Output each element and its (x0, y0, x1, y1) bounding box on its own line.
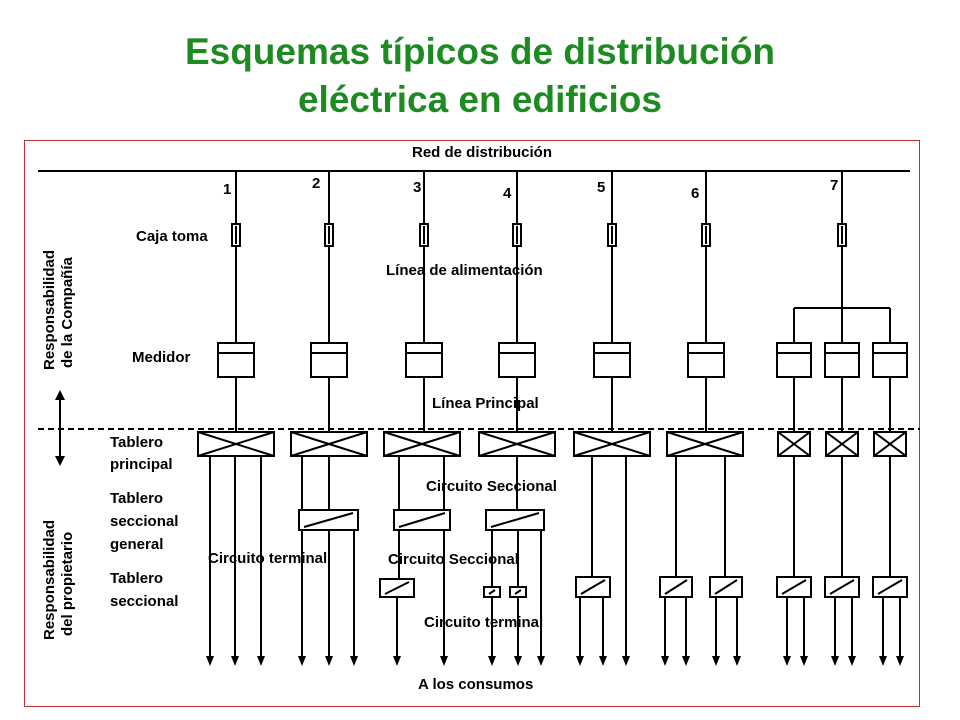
supply-5-direct-head (622, 656, 630, 666)
supply-6-out-4-head (733, 656, 741, 666)
supply-1-circuit-1-head (206, 656, 214, 666)
tablero-principal-small-cross-b (777, 431, 811, 457)
slide-title: Esquemas típicos de distribución eléctri… (0, 28, 960, 124)
supply-7-out-a-1-head (783, 656, 791, 666)
meter-box (498, 342, 536, 378)
supply-7-out-a-2-head (831, 656, 839, 666)
supply-6-out-1-head (661, 656, 669, 666)
tablero-seccional-diagonal (303, 512, 354, 528)
meter-box (310, 342, 348, 378)
meter-box (872, 342, 908, 378)
tablero-seccional-diagonal (664, 579, 688, 595)
circuito-seccional-1-label: Circuito Seccional (426, 478, 557, 495)
supply-7-out-a-3-head (879, 656, 887, 666)
tablero-seccional-label-2: seccional (110, 593, 178, 610)
meter-box (776, 342, 812, 378)
meter-box (687, 342, 725, 378)
supply-number-6: 6 (691, 185, 699, 202)
meter-box (593, 342, 631, 378)
owner-responsibility-label-1: Responsabilidad (41, 520, 58, 640)
supply-1-circuit-3-head (257, 656, 265, 666)
company-responsibility-label-2: de la Compañía (59, 256, 76, 368)
supply-5-sec-out-2-head (599, 656, 607, 666)
a-los-consumos-label: A los consumos (418, 676, 533, 693)
tablero-seccional-general-label-3: general (110, 536, 163, 553)
tablero-principal-small-cross-b (825, 431, 859, 457)
red-distribucion-label: Red de distribución (412, 144, 552, 161)
tablero-seccional-general-label-2: seccional (110, 513, 178, 530)
title-line-1: Esquemas típicos de distribución (184, 31, 776, 72)
circuito-terminal-1-label: Circuito terminal (208, 550, 327, 567)
supply-number-7: 7 (830, 177, 838, 194)
tablero-principal-cross-b (290, 431, 368, 457)
responsibility-arrow-head-down (55, 456, 65, 466)
owner-responsibility-label-2: del propietario (59, 532, 76, 636)
supply-7-out-b-2-head (848, 656, 856, 666)
tablero-principal-small-cross-b (873, 431, 907, 457)
circuito-terminal-2-label: Circuito terminal (424, 614, 543, 631)
supply-2-terminal-2-head (350, 656, 358, 666)
tablero-seccional-general-label-1: Tablero (110, 490, 163, 507)
tablero-principal-cross-b (666, 431, 744, 457)
tablero-seccional-diagonal (781, 579, 807, 595)
supply-number-4: 4 (503, 185, 512, 202)
supply-2-terminal-1-head (325, 656, 333, 666)
supply-7-out-b-1-head (800, 656, 808, 666)
supply-7-out-b-3-head (896, 656, 904, 666)
circuito-seccional-2-label: Circuito Seccional (388, 551, 519, 568)
tablero-seccional-diagonal (580, 579, 606, 595)
diagram-geometry: 1 2 3 4 5 6 7 (38, 170, 920, 666)
responsibility-arrow-head-up (55, 390, 65, 400)
diagram-frame (24, 140, 920, 707)
tablero-principal-label-2: principal (110, 456, 173, 473)
supply-1-circuit-2-head (231, 656, 239, 666)
tablero-seccional-diagonal (490, 512, 540, 528)
linea-alimentacion-label: Línea de alimentación (386, 262, 543, 279)
tablero-principal-label-1: Tablero (110, 434, 163, 451)
distribution-diagram: Red de distribución Caja toma Línea de a… (38, 144, 920, 693)
tablero-principal-cross-b (383, 431, 461, 457)
supply-number-1: 1 (223, 181, 231, 198)
tablero-seccional-label-1: Tablero (110, 570, 163, 587)
supply-6-out-2-head (682, 656, 690, 666)
supply-number-2: 2 (312, 175, 320, 192)
supply-4-direct-head (537, 656, 545, 666)
tablero-seccional-diagonal (398, 512, 446, 528)
supply-6-out-3-head (712, 656, 720, 666)
title-line-2: eléctrica en edificios (297, 79, 662, 120)
meter-box (405, 342, 443, 378)
supply-2-direct-head (298, 656, 306, 666)
medidor-label: Medidor (132, 349, 190, 366)
supply-3-sec-out-head (393, 656, 401, 666)
tablero-principal-cross-b (573, 431, 651, 457)
tablero-seccional-diagonal (514, 589, 522, 595)
tablero-principal-cross-b (197, 431, 275, 457)
supply-number-5: 5 (597, 179, 605, 196)
meter-box (217, 342, 255, 378)
caja-toma-label: Caja toma (136, 228, 208, 245)
tablero-seccional-diagonal (488, 589, 496, 595)
tablero-principal-cross-b (478, 431, 556, 457)
supply-5-sec-out-1-head (576, 656, 584, 666)
tablero-seccional-diagonal (877, 579, 903, 595)
meter-box (824, 342, 860, 378)
company-responsibility-label-1: Responsabilidad (41, 250, 58, 370)
tablero-seccional-diagonal (714, 579, 738, 595)
tablero-seccional-diagonal (829, 579, 855, 595)
supply-3-direct-head (440, 656, 448, 666)
supply-4-sec-a-out-head (488, 656, 496, 666)
supply-number-3: 3 (413, 179, 421, 196)
linea-principal-label: Línea Principal (432, 395, 539, 412)
tablero-seccional-diagonal (384, 581, 410, 595)
supply-4-sec-b-out-head (514, 656, 522, 666)
